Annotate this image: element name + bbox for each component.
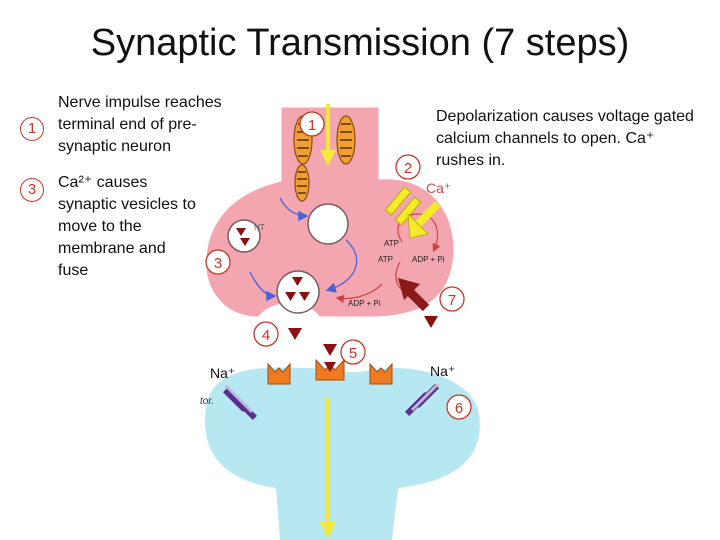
svg-text:5: 5 bbox=[349, 345, 357, 362]
svg-text:6: 6 bbox=[455, 400, 463, 417]
adp-label-right: ADP + Pi bbox=[412, 255, 445, 264]
receptor-2 bbox=[316, 360, 344, 380]
fusing-vesicle bbox=[277, 271, 319, 313]
neurotransmitter-2 bbox=[323, 344, 337, 356]
sodium-ion-label-right: Na⁺ bbox=[430, 363, 455, 379]
diagram-marker-5: 5 bbox=[341, 340, 365, 364]
svg-text:1: 1 bbox=[308, 117, 316, 134]
nt-label: NT bbox=[254, 223, 265, 232]
atp-label-top: ATP bbox=[384, 239, 399, 248]
diagram-marker-6: 6 bbox=[447, 395, 471, 419]
calcium-ion-label: Ca⁺ bbox=[426, 180, 451, 196]
neurotransmitter-3 bbox=[424, 316, 438, 328]
svg-text:4: 4 bbox=[262, 327, 270, 344]
diagram-marker-3: 3 bbox=[206, 250, 230, 274]
mitochondrion-2 bbox=[337, 116, 355, 164]
receptor-3 bbox=[370, 364, 392, 384]
diagram-marker-4: 4 bbox=[254, 322, 278, 346]
svg-text:7: 7 bbox=[448, 292, 456, 309]
diagram-marker-7: 7 bbox=[440, 287, 464, 311]
atp-label-mid: ATP bbox=[378, 255, 393, 264]
diagram-marker-1: 1 bbox=[300, 112, 324, 136]
postsynaptic-dendrite bbox=[205, 367, 480, 540]
mitochondrion-3 bbox=[295, 165, 309, 201]
adp-label-bottom: ADP + Pi bbox=[348, 299, 381, 308]
svg-text:3: 3 bbox=[214, 255, 222, 272]
empty-vesicle bbox=[308, 204, 348, 244]
diagram-marker-2: 2 bbox=[396, 155, 420, 179]
neurotransmitter-1 bbox=[288, 328, 302, 340]
label-fragment: tor. bbox=[200, 396, 214, 407]
sodium-ion-label-left: Na⁺ bbox=[210, 365, 235, 381]
receptor-1 bbox=[268, 364, 290, 384]
svg-text:2: 2 bbox=[404, 160, 412, 177]
